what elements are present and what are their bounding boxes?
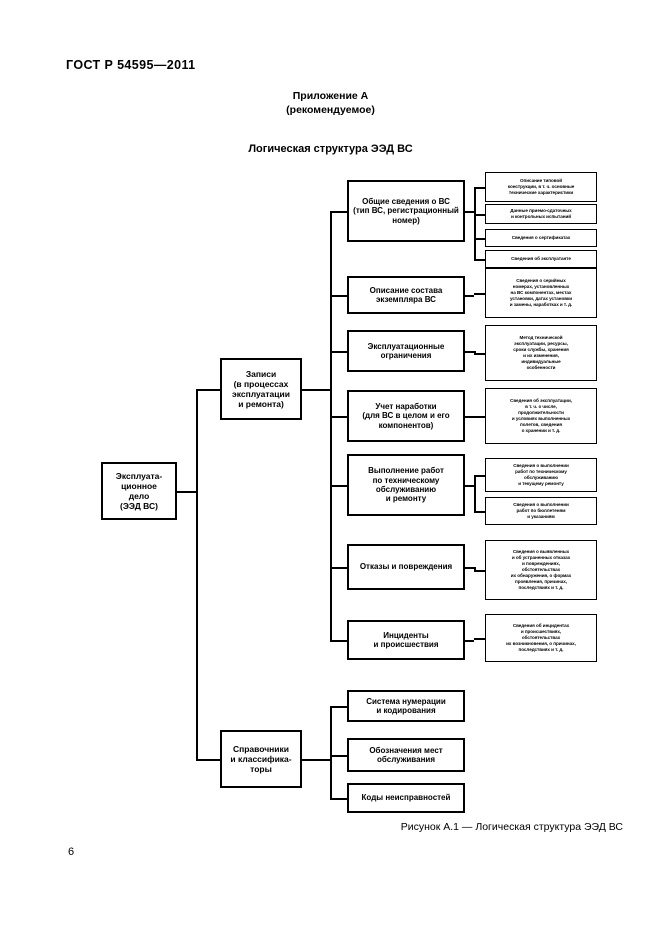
detail-stem-0-6-0 bbox=[474, 638, 485, 640]
child-node-0-5-label: Отказы и повреждения bbox=[359, 562, 453, 572]
child-stem-0-6 bbox=[330, 640, 347, 642]
branch-spine-1 bbox=[330, 706, 332, 798]
child-stem-0-0 bbox=[330, 211, 347, 213]
detail-stem-0-0-2 bbox=[474, 238, 485, 240]
detail-node-0-0-2: Сведения о сертификатах bbox=[485, 229, 597, 247]
detail-node-0-0-3-label: Сведения об эксплуатанте bbox=[511, 255, 571, 261]
detail-spine-0-5 bbox=[474, 567, 476, 570]
detail-stem-0-1-0 bbox=[474, 293, 485, 295]
child-stem-0-3 bbox=[330, 416, 347, 418]
detail-spine-0-2 bbox=[474, 351, 476, 353]
detail-node-0-0-3: Сведения об эксплуатанте bbox=[485, 250, 597, 268]
appendix-label: Приложение А bbox=[292, 90, 369, 102]
child-node-0-0: Общие сведения о ВС(тип ВС, регистрацион… bbox=[347, 180, 465, 242]
scheme-title: Логическая структура ЭЭД ВС bbox=[248, 143, 413, 155]
branch-out-0 bbox=[302, 389, 330, 391]
detail-out-0-4 bbox=[465, 485, 474, 487]
detail-node-0-0-2-label: Сведения о сертификатах bbox=[511, 234, 571, 240]
detail-stem-0-0-1 bbox=[474, 214, 485, 216]
child-stem-1-0 bbox=[330, 706, 347, 708]
branch-out-1 bbox=[302, 759, 330, 761]
detail-stem-0-3-0 bbox=[474, 416, 485, 418]
child-stem-0-2 bbox=[330, 351, 347, 353]
child-stem-0-4 bbox=[330, 485, 347, 487]
detail-stem-0-5-0 bbox=[474, 570, 485, 572]
detail-out-0-1 bbox=[465, 295, 474, 297]
child-stem-0-5 bbox=[330, 567, 347, 569]
detail-out-0-3 bbox=[465, 416, 474, 418]
branch-spine-0 bbox=[330, 211, 332, 640]
branch-stem-1 bbox=[196, 759, 220, 761]
detail-spine-0-0 bbox=[474, 187, 476, 259]
detail-out-0-5 bbox=[465, 567, 474, 569]
detail-stem-0-0-3 bbox=[474, 259, 485, 261]
detail-spine-0-4 bbox=[474, 475, 476, 511]
detail-out-0-2 bbox=[465, 351, 474, 353]
branch-stem-0 bbox=[196, 389, 220, 391]
detail-stem-0-4-1 bbox=[474, 511, 485, 513]
child-stem-1-2 bbox=[330, 798, 347, 800]
detail-stem-0-0-0 bbox=[474, 187, 485, 189]
detail-out-0-0 bbox=[465, 211, 474, 213]
detail-node-0-3-0-label: Сведения об эксплуатации,в т. ч. о числе… bbox=[510, 397, 572, 434]
detail-node-0-3-0: Сведения об эксплуатации,в т. ч. о числе… bbox=[485, 388, 597, 444]
trunk-vertical bbox=[196, 389, 198, 759]
child-stem-1-1 bbox=[330, 755, 347, 757]
child-node-1-2-label: Коды неисправностей bbox=[361, 793, 451, 803]
child-node-0-0-label: Общие сведения о ВС(тип ВС, регистрацион… bbox=[353, 196, 459, 225]
detail-stem-0-4-0 bbox=[474, 475, 485, 477]
child-node-1-2: Коды неисправностей bbox=[347, 783, 465, 813]
detail-stem-0-2-0 bbox=[474, 353, 485, 355]
figure-caption: Рисунок А.1 — Логическая структура ЭЭД В… bbox=[400, 821, 623, 833]
appendix-kind: (рекомендуемое) bbox=[286, 104, 375, 116]
child-stem-0-1 bbox=[330, 295, 347, 297]
page-number: 6 bbox=[68, 846, 75, 858]
detail-out-0-6 bbox=[465, 640, 474, 642]
root-stem bbox=[177, 491, 196, 493]
child-node-0-5: Отказы и повреждения bbox=[347, 544, 465, 590]
standard-header: ГОСТ Р 54595—2011 bbox=[66, 58, 196, 72]
